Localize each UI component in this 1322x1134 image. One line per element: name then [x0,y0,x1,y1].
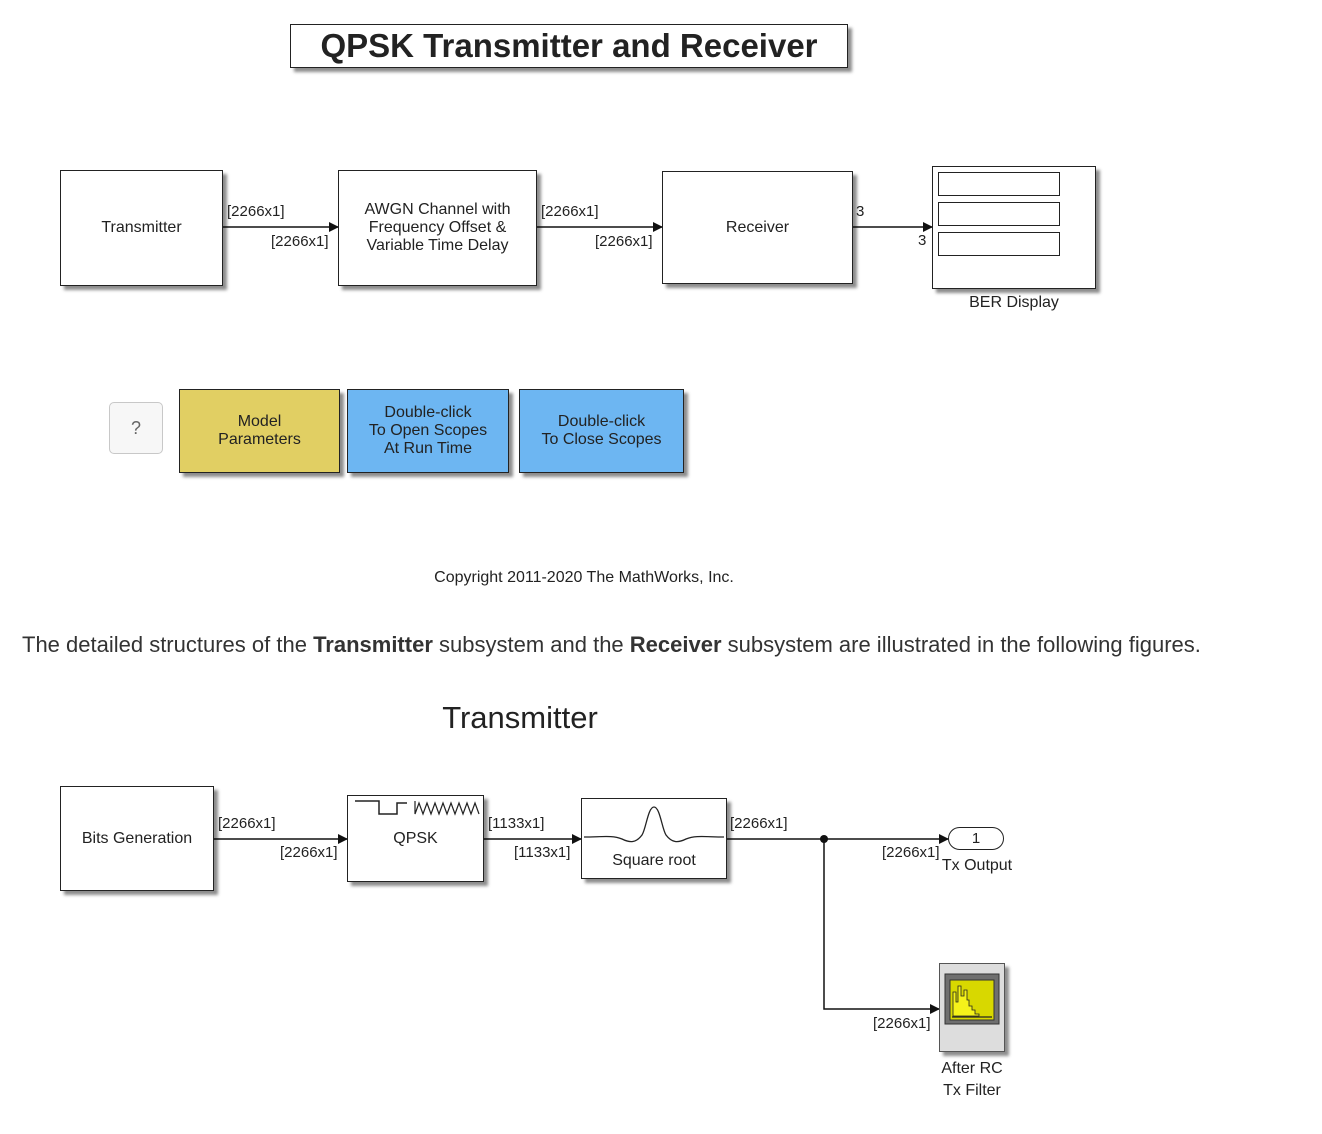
signal-label: [2266x1] [882,844,940,861]
help-button[interactable]: ? [109,402,163,454]
transmitter-diagram-title: Transmitter [442,700,598,735]
awgn-channel-block[interactable]: AWGN Channel with Frequency Offset & Var… [338,170,537,286]
signal-label: [1133x1] [488,815,545,832]
sinc-pulse-icon [583,806,725,843]
ber-field-1 [938,172,1060,196]
open-scopes-button[interactable]: Double-click To Open Scopes At Run Time [347,389,509,473]
signal-label: [2266x1] [280,844,338,861]
modulation-waveform-icon [355,800,480,816]
ber-field-3 [938,232,1060,256]
transmitter-block[interactable]: Transmitter [60,170,223,286]
square-root-filter-block[interactable]: Square root [581,798,727,879]
spectrum-scope-icon [944,973,1000,1024]
ber-display-label: BER Display [969,294,1059,311]
signal-label: [2266x1] [227,203,285,220]
tx-output-port[interactable]: 1 [948,827,1004,850]
qpsk-block[interactable]: QPSK [347,795,484,882]
signal-label: 3 [856,203,865,220]
ber-display-block[interactable] [932,166,1096,289]
spectrum-scope-block[interactable] [939,963,1005,1052]
signal-label: [2266x1] [595,233,653,250]
signal-label: 3 [918,232,927,249]
description-text: The detailed structures of the Transmitt… [22,632,1201,657]
signal-label: [2266x1] [873,1015,931,1032]
signal-label: [2266x1] [541,203,599,220]
copyright-text: Copyright 2011-2020 The MathWorks, Inc. [434,569,734,586]
close-scopes-button[interactable]: Double-click To Close Scopes [519,389,684,473]
bits-generation-block[interactable]: Bits Generation [60,786,214,891]
tx-output-label: Tx Output [941,857,1013,874]
receiver-block[interactable]: Receiver [662,171,853,284]
signal-label: [2266x1] [271,233,329,250]
model-parameters-button[interactable]: Model Parameters [179,389,340,473]
branch-point [820,835,828,843]
model-title: QPSK Transmitter and Receiver [290,24,848,68]
line-branch-to-scope [823,839,940,1014]
spectrum-scope-label: After RC Tx Filter [941,1060,1003,1099]
ber-field-2 [938,202,1060,226]
signal-label: [2266x1] [218,815,276,832]
signal-label: [1133x1] [514,844,571,861]
signal-label: [2266x1] [730,815,788,832]
